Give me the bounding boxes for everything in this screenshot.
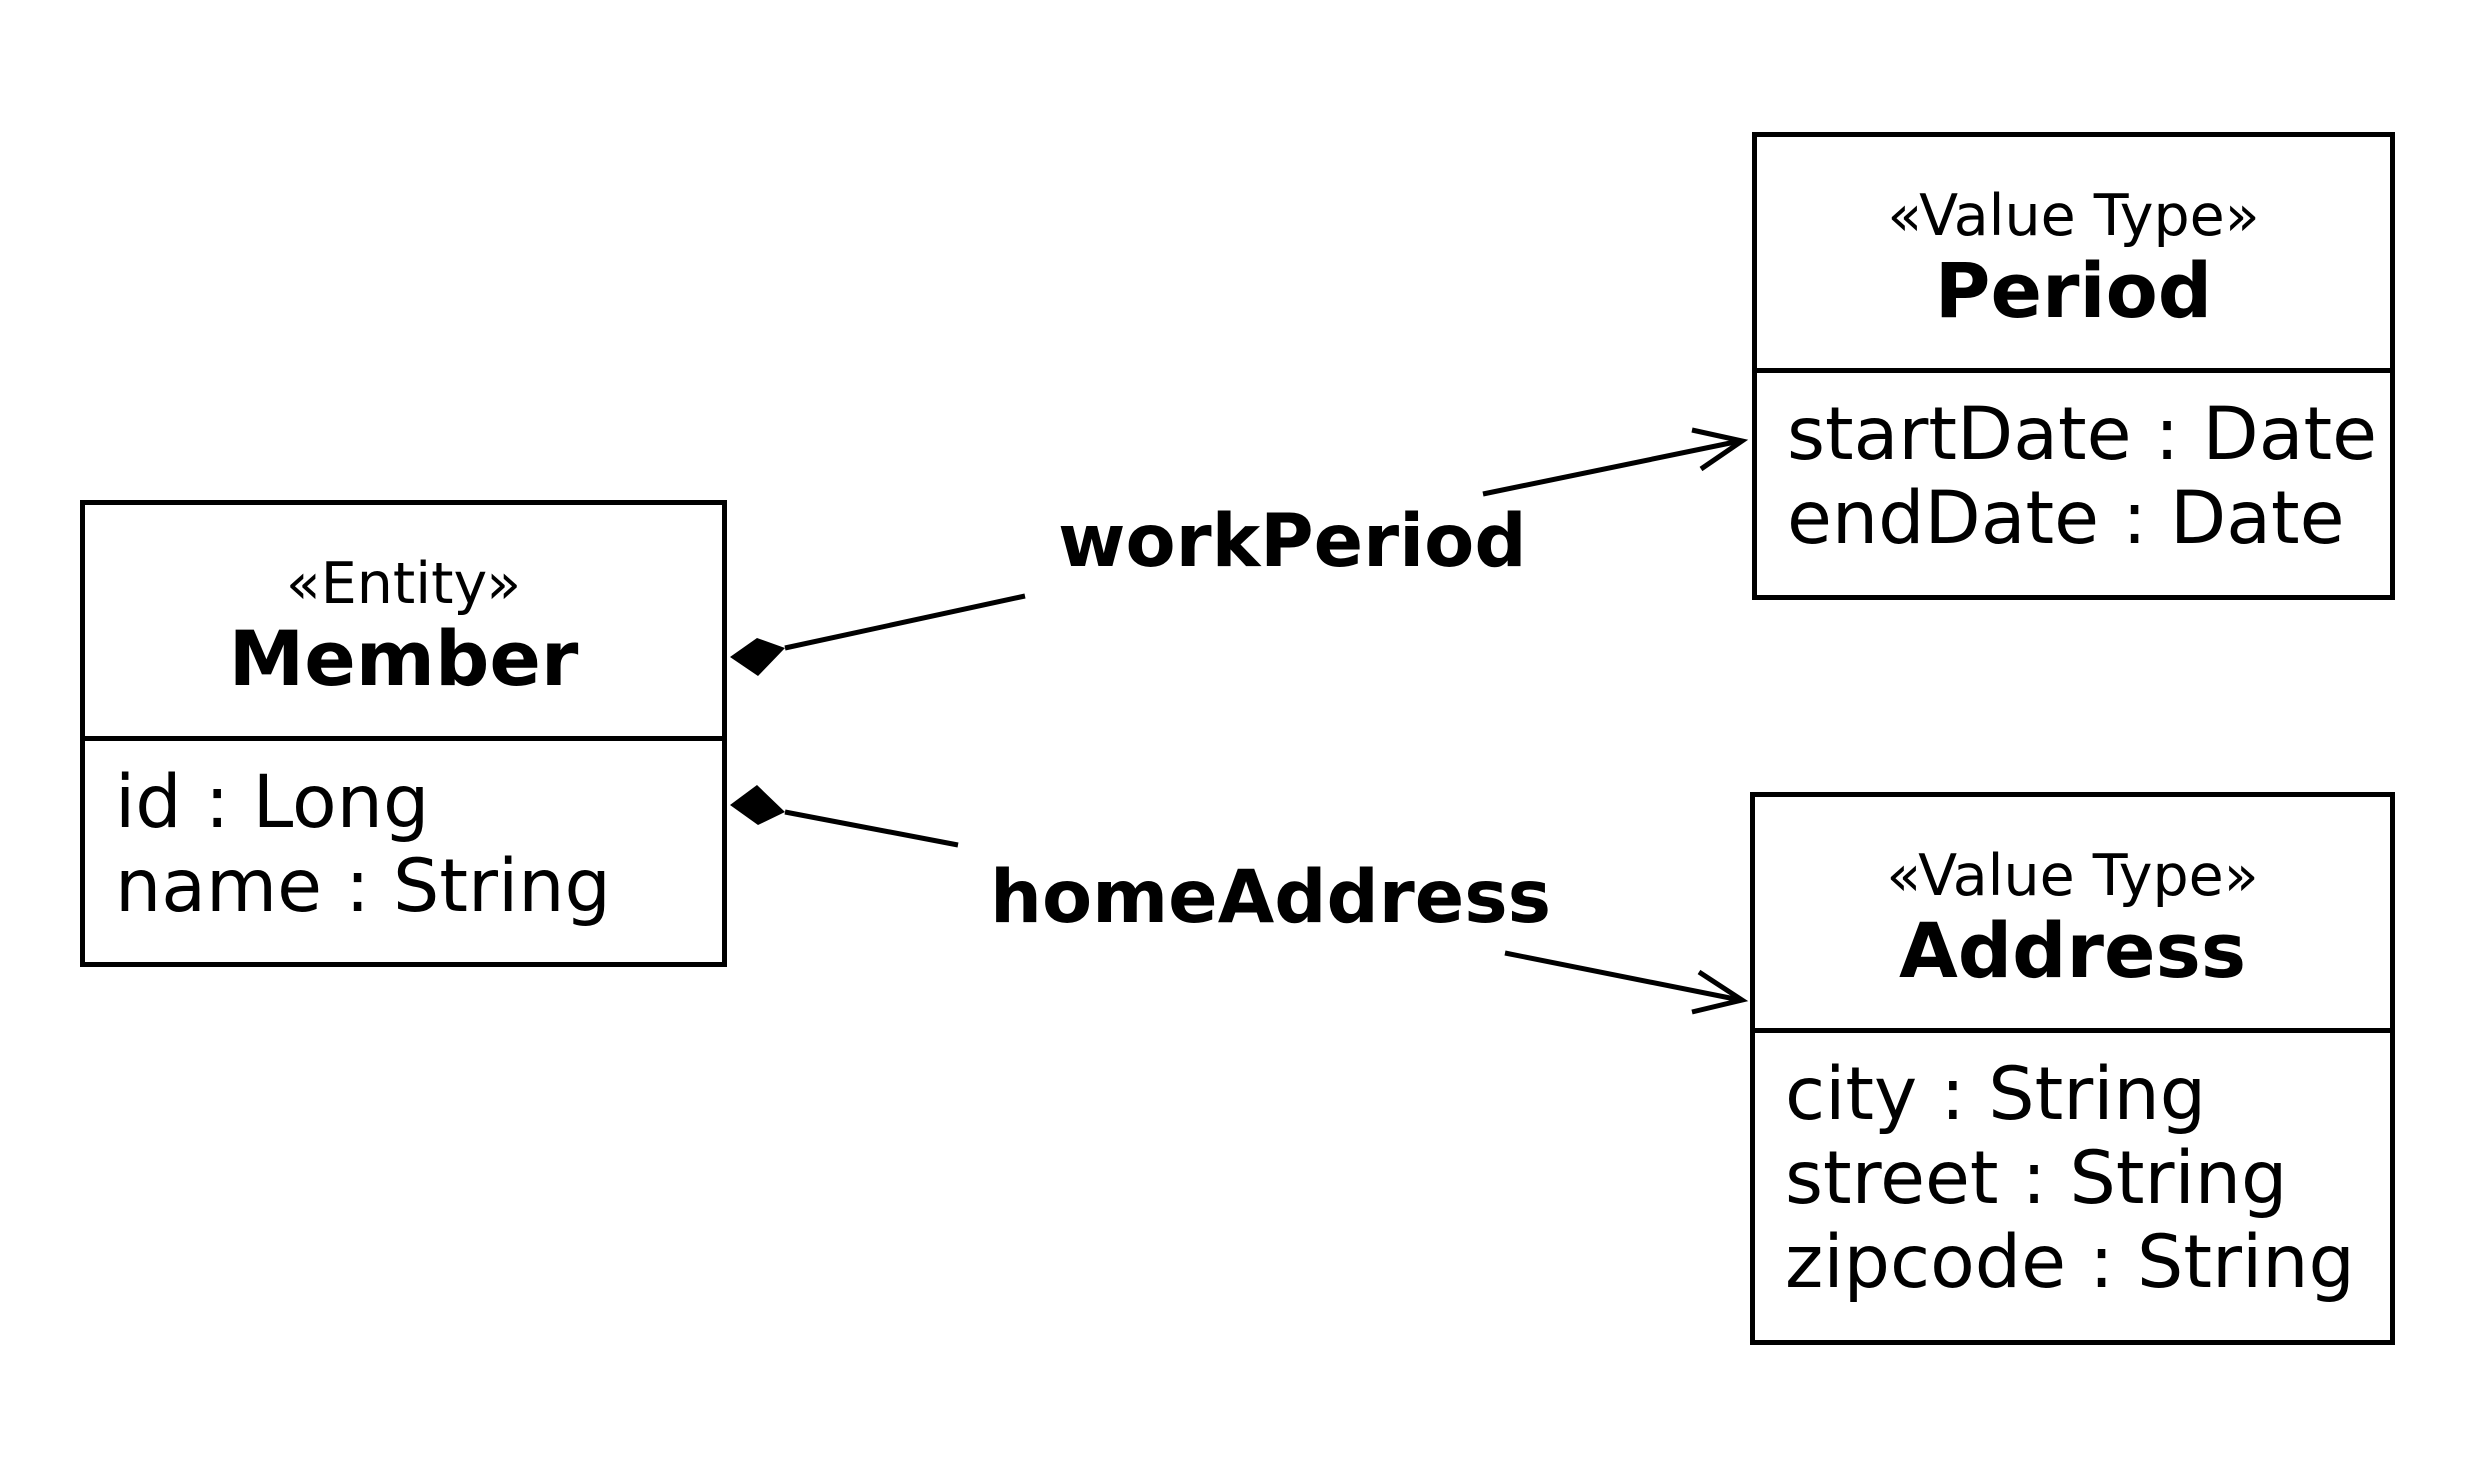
- navigable-arrow-icon: [1691, 427, 1749, 472]
- class-period-header: «Value Type» Period: [1757, 137, 2390, 373]
- class-member-stereotype: «Entity»: [285, 551, 522, 617]
- attribute-start-date: startDate : Date: [1787, 392, 2377, 477]
- class-member-header: «Entity» Member: [85, 505, 722, 741]
- home-address-association: [730, 785, 1749, 1015]
- class-period: «Value Type» Period startDate : Date end…: [1752, 132, 2395, 600]
- class-period-stereotype: «Value Type»: [1887, 183, 2260, 249]
- class-member: «Entity» Member id : Long name : String: [80, 500, 727, 967]
- home-address-line-segment: [784, 809, 959, 848]
- attribute-city: city : String: [1785, 1052, 2207, 1137]
- work-period-association: [730, 427, 1749, 676]
- navigable-arrow-icon: [1691, 969, 1749, 1015]
- composition-diamond-icon: [730, 785, 785, 825]
- class-address-name: Address: [1898, 906, 2247, 995]
- attribute-id: id : Long: [115, 760, 430, 845]
- work-period-line-segment: [1482, 438, 1741, 497]
- class-period-attributes: startDate : Date endDate : Date: [1757, 373, 2390, 595]
- composition-diamond-icon: [730, 638, 785, 676]
- home-address-label: homeAddress: [990, 855, 1552, 940]
- attribute-street: street : String: [1785, 1136, 2288, 1221]
- class-member-name: Member: [228, 614, 579, 703]
- class-member-attributes: id : Long name : String: [85, 741, 722, 962]
- class-period-name: Period: [1934, 246, 2213, 335]
- work-period-line-segment: [784, 593, 1026, 651]
- home-address-line-segment: [1504, 950, 1741, 1003]
- attribute-end-date: endDate : Date: [1787, 476, 2345, 561]
- attribute-zipcode: zipcode : String: [1785, 1220, 2355, 1305]
- class-address-header: «Value Type» Address: [1755, 797, 2390, 1033]
- attribute-name: name : String: [115, 844, 611, 929]
- class-address: «Value Type» Address city : String stree…: [1750, 792, 2395, 1345]
- class-address-stereotype: «Value Type»: [1886, 843, 2259, 909]
- class-address-attributes: city : String street : String zipcode : …: [1755, 1033, 2390, 1340]
- work-period-label: workPeriod: [1058, 499, 1527, 584]
